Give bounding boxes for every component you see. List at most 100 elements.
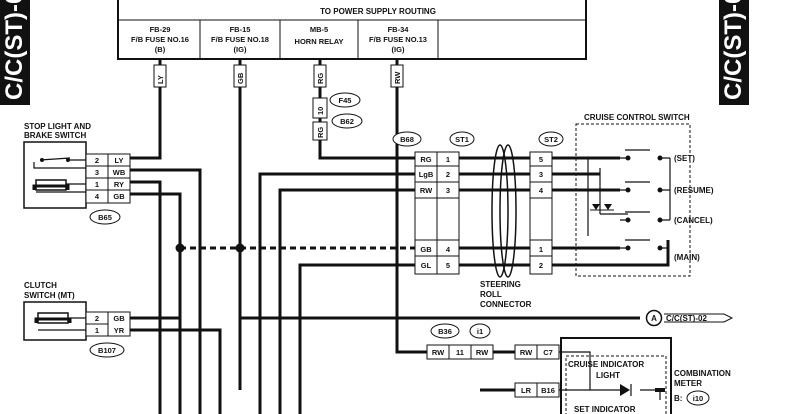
pin-number: 4 [539,186,544,195]
wire-label: GB [113,192,125,201]
connector-label: ST2 [544,135,558,144]
horn-relay-fuse: 10 RG F45 B62 [312,92,363,141]
offpage-label: C/C(ST)-02 [666,314,707,323]
wire-label: RG [316,73,325,84]
power-cell-label: FB-29 [150,25,171,34]
pin-number: 4 [446,245,451,254]
combination-meter: CRUISE INDICATOR LIGHT SET INDICATOR COM… [559,337,731,414]
supply-wires [130,59,427,390]
pin-number: 1 [95,326,99,335]
wire-label: GB [236,72,245,84]
pin-number: 1 [446,155,450,164]
clutch-switch: CLUTCH SWITCH (MT) 2 GB 1 YR B107 [23,281,131,358]
component-title: LIGHT [596,371,620,380]
wire-label: RG [316,127,325,138]
stop-light-switch: STOP LIGHT AND BRAKE SWITCH 2 LY 3 WB 1 … [23,122,131,225]
connector-label: i10 [693,394,703,403]
page-tab-left-label: C/C(ST)-01 [1,0,28,100]
page-tab-left [0,0,30,105]
power-cell-label: (IG) [234,45,247,54]
cruise-switch-wires [552,156,670,267]
wire-label: YR [114,326,125,335]
component-title: CLUTCH [24,281,57,290]
pin-number: 4 [95,192,100,201]
offpage-letter: A [651,314,657,323]
component-title: COMBINATION [674,369,731,378]
pin-number: 2 [446,170,450,179]
connector-label: B107 [98,346,116,355]
power-cell-label: FB-15 [230,25,251,34]
component-title: SWITCH (MT) [24,291,75,300]
pin-number: 2 [539,261,543,270]
power-supply-block: TO POWER SUPPLY ROUTING FB-29 F/B FUSE N… [117,0,587,60]
wire-label: LY [156,75,165,84]
wire-label: RW [476,348,489,357]
pin-number: 11 [456,348,464,357]
page-tab-right [719,0,749,105]
component-title: CONNECTOR [480,300,532,309]
pin-number: 2 [95,314,99,323]
power-cell-label: F/B FUSE NO.18 [211,35,269,44]
wire-label: LR [521,386,532,395]
page-tab-right-label: C/C(ST)-01 [720,0,747,100]
component-title: METER [674,379,702,388]
wire-label: RW [393,71,402,84]
pin-number: B16 [541,386,555,395]
pin-number: 3 [446,186,450,195]
offpage-reference: A C/C(ST)-02 [645,309,734,327]
component-title: STEERING [480,280,521,289]
power-cell-label: FB-34 [388,25,410,34]
pin-number: 3 [95,168,99,177]
power-cell-label: HORN RELAY [295,37,344,46]
wire-label: LgB [419,170,434,179]
wire-label: RY [114,180,124,189]
connector-prefix: B: [674,394,682,403]
component-title: CRUISE CONTROL SWITCH [584,113,690,122]
wire-label: RG [420,155,431,164]
wire-label: RW [520,348,533,357]
connector-label: B62 [340,117,354,126]
stop-switch-wires [130,168,202,414]
indicator-wiring: B36 i1 RW 11 RW RW C7 LR B16 [426,323,560,398]
wire-label: GB [420,245,432,254]
wire-label: WB [113,168,126,177]
switch-position-label: (RESUME) [674,186,714,195]
pin-number: 3 [539,170,543,179]
switch-position-label: (SET) [674,154,695,163]
connector-label: i1 [477,327,483,336]
pin-number: 5 [446,261,450,270]
component-title: SET INDICATOR [574,405,636,414]
wire-label: RW [420,186,433,195]
power-cell-label: MB-5 [310,25,328,34]
wire-label: GB [113,314,125,323]
cruise-control-switch: CRUISE CONTROL SWITCH (SET) (RESUME) (CA… [575,113,714,277]
pin-number: C7 [543,348,553,357]
power-supply-title: TO POWER SUPPLY ROUTING [320,7,436,16]
switch-position-label: (CANCEL) [674,216,713,225]
pin-number: 5 [539,155,543,164]
connector-label: F45 [339,96,352,105]
clutch-switch-wires [130,316,222,414]
pin-number: 1 [539,245,543,254]
switch-position-label: (MAIN) [674,253,700,262]
drop-wire-labels: LY GB RG RW [153,64,404,88]
connector-label: ST1 [455,135,469,144]
pin-number: 2 [95,156,99,165]
component-title: ROLL [480,290,502,299]
component-title: BRAKE SWITCH [24,131,86,140]
connector-label: B68 [400,135,414,144]
power-cell-label: F/B FUSE NO.16 [131,35,189,44]
connector-label: B36 [438,327,452,336]
power-cell-label: (B) [155,45,166,54]
wire-label: GL [421,261,432,270]
wire-label: LY [115,156,124,165]
steering-roll-connector: B68 ST1 ST2 RG 1 LgB 2 RW 3 GB 4 GL 5 [392,131,564,309]
wire-label: RW [432,348,445,357]
component-title: CRUISE INDICATOR [568,360,644,369]
power-cell-label: (IG) [392,45,405,54]
pin-number: 1 [95,180,99,189]
power-cell-label: F/B FUSE NO.13 [369,35,427,44]
component-title: STOP LIGHT AND [24,122,91,131]
connector-label: B65 [98,213,112,222]
